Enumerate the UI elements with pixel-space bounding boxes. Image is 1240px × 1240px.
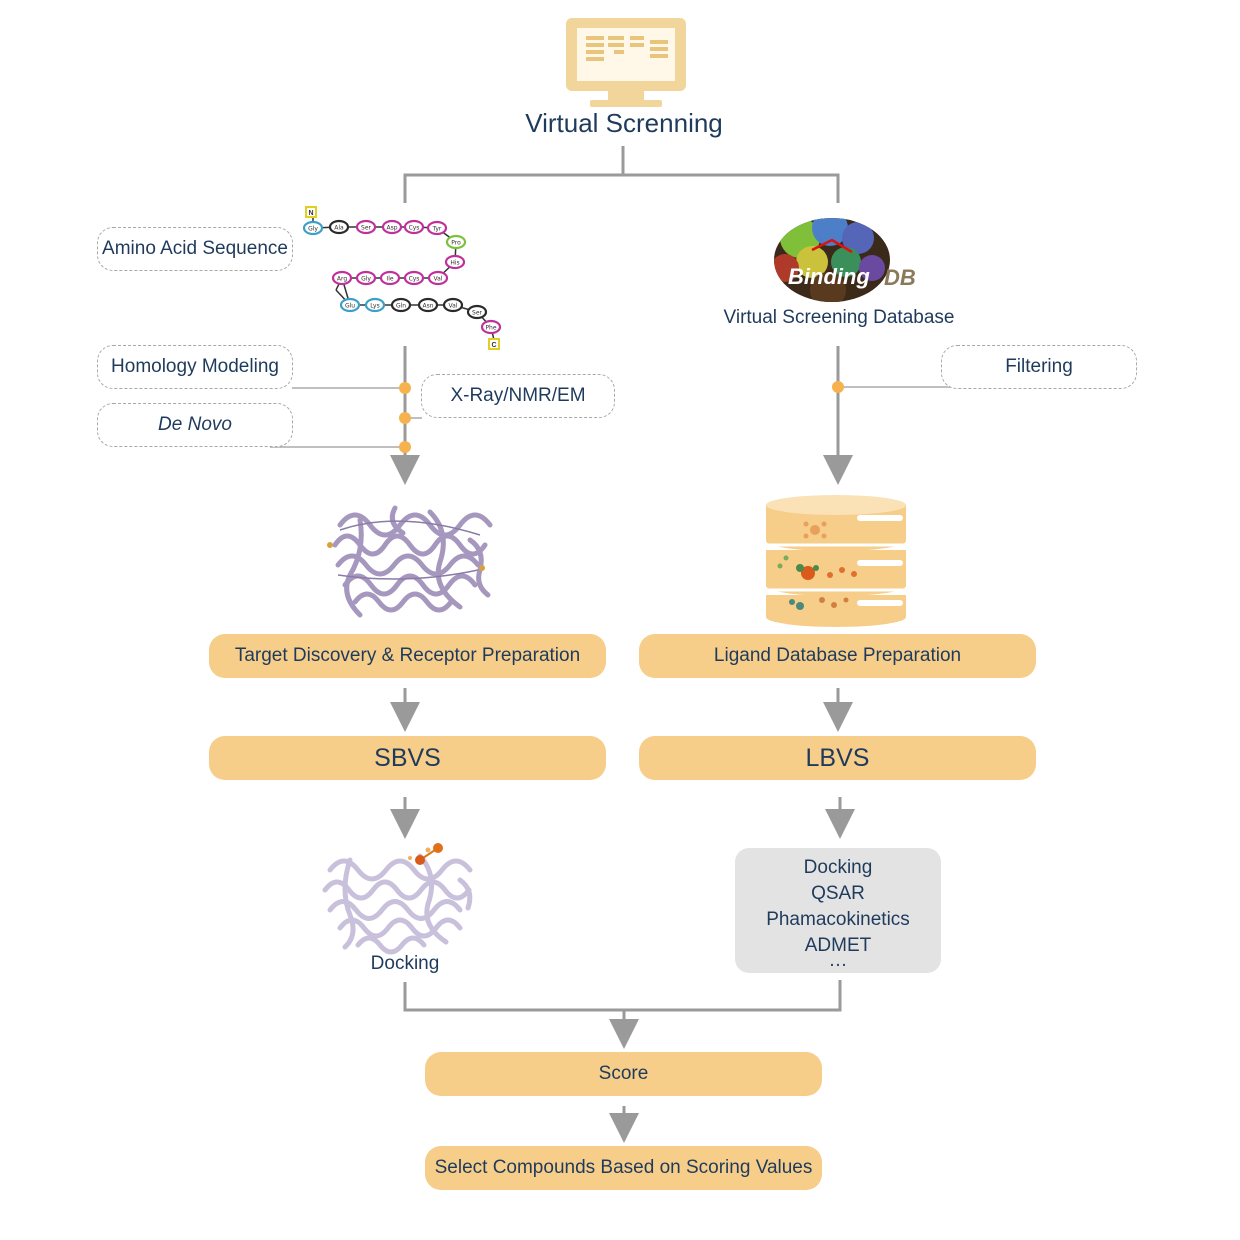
svg-text:Ser: Ser bbox=[472, 310, 483, 317]
amino-acid-residue: Gly bbox=[355, 270, 377, 286]
amino-acid-residue: Val bbox=[442, 297, 464, 313]
lbvs-techniques-box: Docking QSAR Phamacokinetics ADMET … bbox=[735, 848, 941, 973]
homology-modeling-box: Homology Modeling bbox=[97, 345, 293, 389]
virtual-screening-database-label: Virtual Screening Database bbox=[723, 307, 955, 328]
svg-text:Val: Val bbox=[449, 303, 458, 310]
amino-acid-residue: Cys bbox=[403, 219, 425, 235]
amino-acid-sequence-box: Amino Acid Sequence bbox=[97, 227, 293, 271]
amino-acid-residue: Arg bbox=[331, 270, 353, 286]
score-pill: Score bbox=[425, 1052, 822, 1096]
de-novo-box: De Novo bbox=[97, 403, 293, 447]
bindingdb-text-b: DB bbox=[884, 265, 916, 290]
de-novo-label: De Novo bbox=[158, 414, 232, 435]
amino-acid-residue: Asn bbox=[417, 297, 439, 313]
peptide-n-terminus: N bbox=[305, 206, 317, 218]
svg-text:Phe: Phe bbox=[485, 325, 496, 332]
svg-text:Ser: Ser bbox=[361, 225, 372, 232]
amino-acid-residue: His bbox=[444, 254, 466, 270]
amino-acid-residue: Ala bbox=[328, 219, 350, 235]
amino-acid-residue: Cys bbox=[403, 270, 425, 286]
svg-text:Arg: Arg bbox=[337, 276, 347, 283]
amino-acid-residue: Ser bbox=[466, 304, 488, 320]
svg-text:Gly: Gly bbox=[308, 226, 318, 233]
amino-acid-residue: Tyr bbox=[426, 220, 448, 236]
technique-qsar: QSAR bbox=[811, 882, 865, 904]
amino-acid-residue: Ser bbox=[355, 219, 377, 235]
ligand-database-label: Ligand Database Preparation bbox=[713, 645, 962, 666]
homology-modeling-label: Homology Modeling bbox=[111, 356, 279, 377]
technique-docking: Docking bbox=[803, 856, 873, 878]
svg-text:His: His bbox=[450, 260, 459, 267]
svg-text:N: N bbox=[308, 210, 313, 217]
technique-admet: ADMET bbox=[804, 934, 872, 956]
filtering-box: Filtering bbox=[941, 345, 1137, 389]
amino-acid-sequence-label: Amino Acid Sequence bbox=[102, 238, 288, 259]
xray-nmr-em-box: X-Ray/NMR/EM bbox=[421, 374, 615, 418]
bindingdb-text-a: Binding bbox=[788, 264, 870, 289]
amino-acid-residue: Gly bbox=[302, 220, 324, 236]
ligand-database-preparation-pill: Ligand Database Preparation bbox=[639, 634, 1036, 678]
page-title: Virtual Screnning bbox=[525, 108, 723, 138]
svg-text:Cys: Cys bbox=[409, 276, 420, 283]
svg-text:Asp: Asp bbox=[386, 225, 397, 232]
svg-text:Lys: Lys bbox=[370, 303, 379, 310]
amino-acid-residue: Ile bbox=[379, 270, 401, 286]
xray-nmr-em-label: X-Ray/NMR/EM bbox=[450, 385, 586, 406]
svg-text:C: C bbox=[491, 342, 496, 349]
amino-acid-residue: Lys bbox=[364, 297, 386, 313]
svg-text:Val: Val bbox=[434, 276, 443, 283]
sbvs-pill: SBVS bbox=[209, 736, 606, 780]
select-compounds-label: Select Compounds Based on Scoring Values bbox=[434, 1157, 813, 1178]
docking-label: Docking bbox=[370, 953, 440, 974]
technique-pharmacokinetics: Phamacokinetics bbox=[766, 908, 910, 930]
amino-acid-residue: Gln bbox=[390, 297, 412, 313]
peptide-c-terminus: C bbox=[488, 338, 500, 350]
svg-text:Pro: Pro bbox=[451, 240, 461, 247]
sbvs-label: SBVS bbox=[374, 743, 441, 772]
svg-text:Asn: Asn bbox=[422, 303, 433, 310]
amino-acid-residue: Pro bbox=[445, 234, 467, 250]
branch-dot bbox=[399, 382, 411, 394]
svg-text:Ile: Ile bbox=[386, 276, 393, 283]
amino-acid-residue: Asp bbox=[381, 219, 403, 235]
technique-more: … bbox=[828, 949, 848, 971]
svg-text:Gly: Gly bbox=[361, 276, 371, 283]
branch-dot bbox=[399, 441, 411, 453]
lbvs-label: LBVS bbox=[805, 743, 870, 772]
score-label: Score bbox=[598, 1063, 649, 1084]
amino-acid-residue: Phe bbox=[480, 319, 502, 335]
branch-dot bbox=[832, 381, 844, 393]
svg-text:Glu: Glu bbox=[345, 303, 355, 310]
svg-text:Cys: Cys bbox=[409, 225, 420, 232]
target-discovery-receptor-preparation-pill: Target Discovery & Receptor Preparation bbox=[209, 634, 606, 678]
svg-text:Gln: Gln bbox=[396, 303, 406, 310]
select-compounds-pill: Select Compounds Based on Scoring Values bbox=[425, 1146, 822, 1190]
svg-text:Ala: Ala bbox=[334, 225, 344, 232]
branch-dot bbox=[399, 412, 411, 424]
amino-acid-residue: Glu bbox=[339, 297, 361, 313]
target-discovery-label: Target Discovery & Receptor Preparation bbox=[234, 645, 581, 666]
filtering-label: Filtering bbox=[1005, 356, 1073, 377]
svg-text:Tyr: Tyr bbox=[432, 226, 442, 233]
lbvs-pill: LBVS bbox=[639, 736, 1036, 780]
amino-acid-residue: Val bbox=[427, 270, 449, 286]
